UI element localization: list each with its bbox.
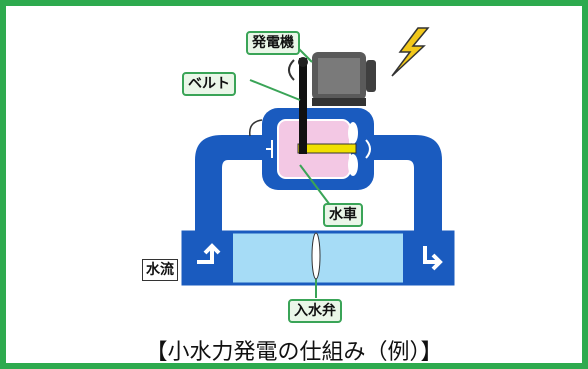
outflow-arrow-icon xyxy=(423,246,443,271)
inlet-valve xyxy=(311,232,321,280)
runner-blade xyxy=(348,154,358,176)
pulley xyxy=(298,57,308,67)
pulley-rotation-icon xyxy=(288,59,295,81)
water-flow-label: 水流 xyxy=(142,259,178,281)
outlet-block xyxy=(403,232,453,284)
generator-cap xyxy=(366,60,376,92)
inlet-block xyxy=(183,232,233,284)
waterwheel-leader xyxy=(299,164,331,206)
generator-fins xyxy=(318,58,360,94)
runner-blade xyxy=(348,122,358,144)
inflow-arrow-icon xyxy=(197,243,221,264)
generator-label: 発電機 xyxy=(246,31,300,55)
inlet-valve-label: 入水弁 xyxy=(288,299,342,323)
water-inlet-mark xyxy=(266,140,273,158)
housing-rotation-icon xyxy=(249,119,263,137)
lightning-icon xyxy=(391,27,430,77)
drive-belt xyxy=(299,58,307,154)
discharge-pipe xyxy=(372,135,442,232)
intake-pipe xyxy=(195,135,262,232)
diagram-caption: 【小水力発電の仕組み（例）】 xyxy=(145,340,443,365)
generator-base xyxy=(312,98,366,106)
waterwheel-label: 水車 xyxy=(323,203,363,227)
belt-label: ベルト xyxy=(182,72,236,96)
rotation-mark-icon xyxy=(365,139,371,159)
turbine-shaft xyxy=(297,143,357,154)
belt-leader xyxy=(249,79,301,101)
